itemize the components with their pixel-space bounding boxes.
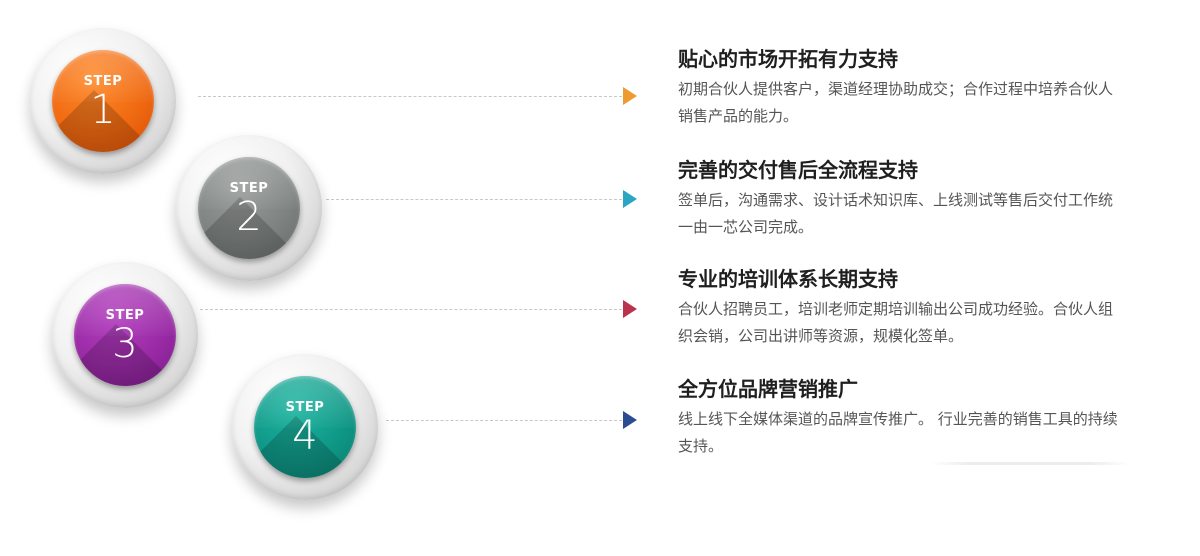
step-text-4: 全方位品牌营销推广 线上线下全媒体渠道的品牌宣传推广。 行业完善的销售工具的持续… bbox=[678, 376, 1118, 460]
step-badge-face: STEP 4 bbox=[254, 376, 356, 478]
decorative-divider bbox=[930, 462, 1130, 465]
step-title: 全方位品牌营销推广 bbox=[678, 377, 858, 401]
step-badge-4: STEP 4 bbox=[232, 354, 378, 500]
step-title: 专业的培训体系长期支持 bbox=[678, 267, 898, 291]
arrow-right-icon bbox=[623, 300, 637, 318]
arrow-right-icon bbox=[623, 87, 637, 105]
step-badge-3: STEP 3 bbox=[52, 262, 198, 408]
step-label: STEP bbox=[229, 181, 269, 196]
step-number: 2 bbox=[236, 194, 262, 240]
step-title: 完善的交付售后全流程支持 bbox=[678, 158, 918, 182]
arrow-right-icon bbox=[623, 190, 637, 208]
step-description: 合伙人招聘员工，培训老师定期培训输出公司成功经验。合伙人组织会销，公司出讲师等资… bbox=[678, 300, 1114, 345]
step-description: 签单后，沟通需求、设计话术知识库、上线测试等售后交付工作统一由一芯公司完成。 bbox=[678, 191, 1114, 236]
step-description: 初期合伙人提供客户，渠道经理协助成交；合作过程中培养合伙人销售产品的能力。 bbox=[678, 80, 1114, 125]
connector-line-step-2 bbox=[326, 199, 622, 200]
step-badge-1: STEP 1 bbox=[30, 28, 176, 174]
step-title: 贴心的市场开拓有力支持 bbox=[678, 47, 898, 71]
connector-line-step-3 bbox=[200, 309, 622, 310]
connector-line-step-1 bbox=[198, 96, 622, 97]
step-text-2: 完善的交付售后全流程支持 签单后，沟通需求、设计话术知识库、上线测试等售后交付工… bbox=[678, 157, 1118, 241]
step-text-3: 专业的培训体系长期支持 合伙人招聘员工，培训老师定期培训输出公司成功经验。合伙人… bbox=[678, 266, 1118, 350]
step-badge-face: STEP 3 bbox=[74, 284, 176, 386]
step-number: 4 bbox=[292, 413, 318, 459]
step-number: 1 bbox=[90, 87, 116, 133]
step-label: STEP bbox=[105, 308, 145, 323]
step-label: STEP bbox=[83, 74, 123, 89]
step-badge-2: STEP 2 bbox=[176, 135, 322, 281]
arrow-right-icon bbox=[623, 411, 637, 429]
step-badge-face: STEP 2 bbox=[198, 157, 300, 259]
step-label: STEP bbox=[285, 400, 325, 415]
connector-line-step-4 bbox=[386, 420, 622, 421]
step-text-1: 贴心的市场开拓有力支持 初期合伙人提供客户，渠道经理协助成交；合作过程中培养合伙… bbox=[678, 46, 1118, 130]
step-description: 线上线下全媒体渠道的品牌宣传推广。 行业完善的销售工具的持续支持。 bbox=[678, 410, 1118, 455]
step-number: 3 bbox=[112, 321, 138, 367]
step-badge-face: STEP 1 bbox=[52, 50, 154, 152]
